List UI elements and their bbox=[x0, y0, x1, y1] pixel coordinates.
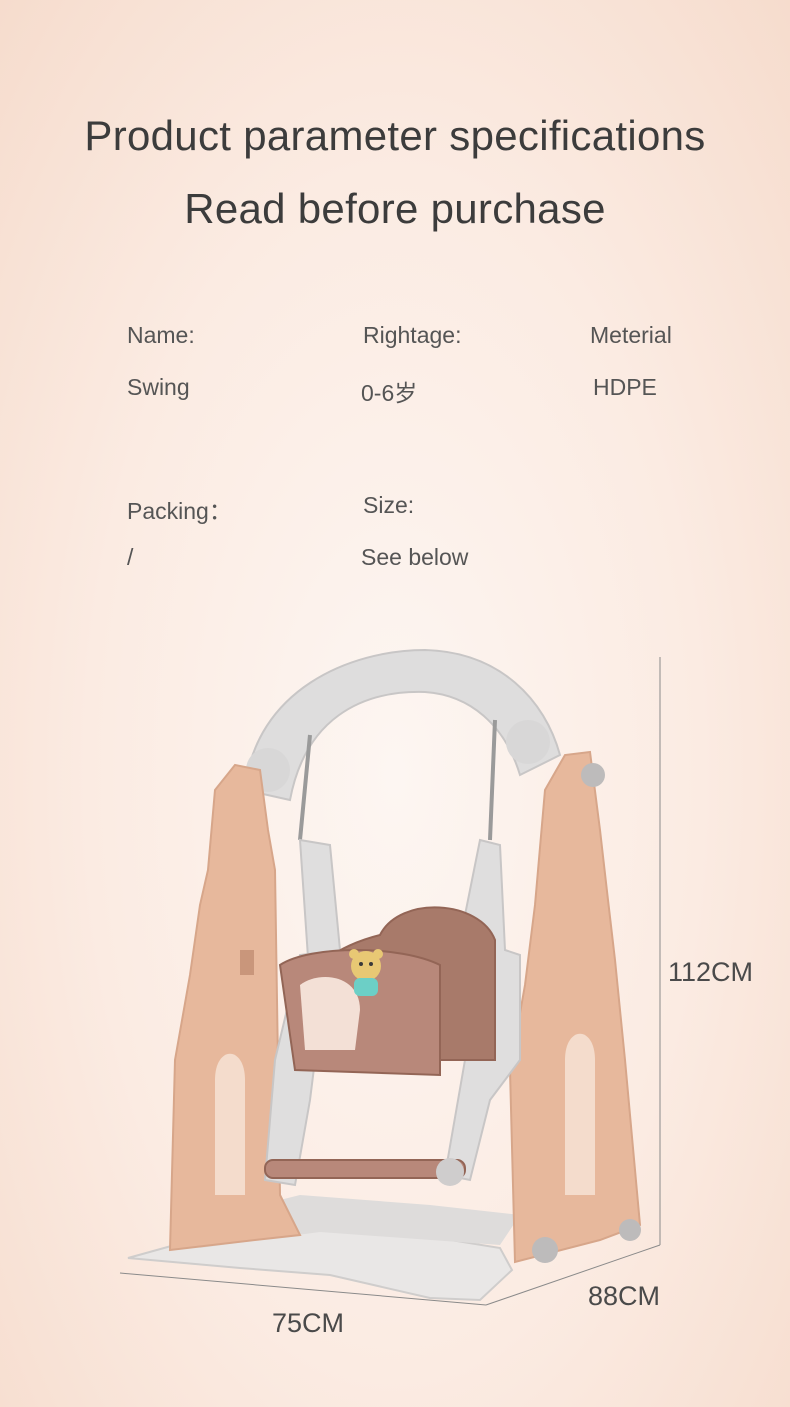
size-label: Size: bbox=[363, 492, 415, 518]
width-dimension: 75CM bbox=[272, 1308, 345, 1338]
depth-dimension-line bbox=[485, 1244, 661, 1306]
bear-head bbox=[351, 951, 381, 981]
right-chain bbox=[488, 719, 497, 841]
footrest-bar bbox=[264, 1159, 466, 1179]
base-bolt-right bbox=[619, 1219, 641, 1241]
packing-value: / bbox=[127, 544, 134, 570]
top-arch bbox=[243, 648, 562, 802]
left-tower-arch-window bbox=[215, 1053, 245, 1195]
seat-leg-opening bbox=[300, 977, 360, 1050]
right-tower-bolt bbox=[581, 763, 605, 787]
swing-illustration bbox=[119, 648, 661, 1306]
height-dimension: 112CM bbox=[668, 957, 754, 987]
rightage-label: Rightage: bbox=[363, 322, 462, 348]
rightage-value: 0-6岁 bbox=[361, 380, 418, 406]
title-line-2: Read before purchase bbox=[184, 185, 606, 232]
arch-cloud-right bbox=[506, 720, 550, 764]
width-dimension-line bbox=[119, 1272, 487, 1306]
left-chain bbox=[298, 734, 312, 841]
packing-label: Packing： bbox=[127, 498, 232, 524]
material-value: HDPE bbox=[593, 374, 657, 400]
left-tower bbox=[168, 763, 302, 1252]
depth-dimension: 88CM bbox=[588, 1281, 661, 1311]
title-line-1: Product parameter specifications bbox=[84, 112, 706, 159]
material-label: Meterial bbox=[590, 322, 672, 348]
bear-body bbox=[354, 978, 378, 996]
footrest-bolt bbox=[436, 1158, 464, 1186]
right-tower-arch-window bbox=[565, 1033, 595, 1195]
name-value: Swing bbox=[127, 374, 190, 400]
size-value: See below bbox=[361, 544, 469, 570]
name-label: Name: bbox=[127, 322, 195, 348]
base-bolt-left bbox=[532, 1237, 558, 1263]
left-tower-window bbox=[240, 950, 254, 975]
